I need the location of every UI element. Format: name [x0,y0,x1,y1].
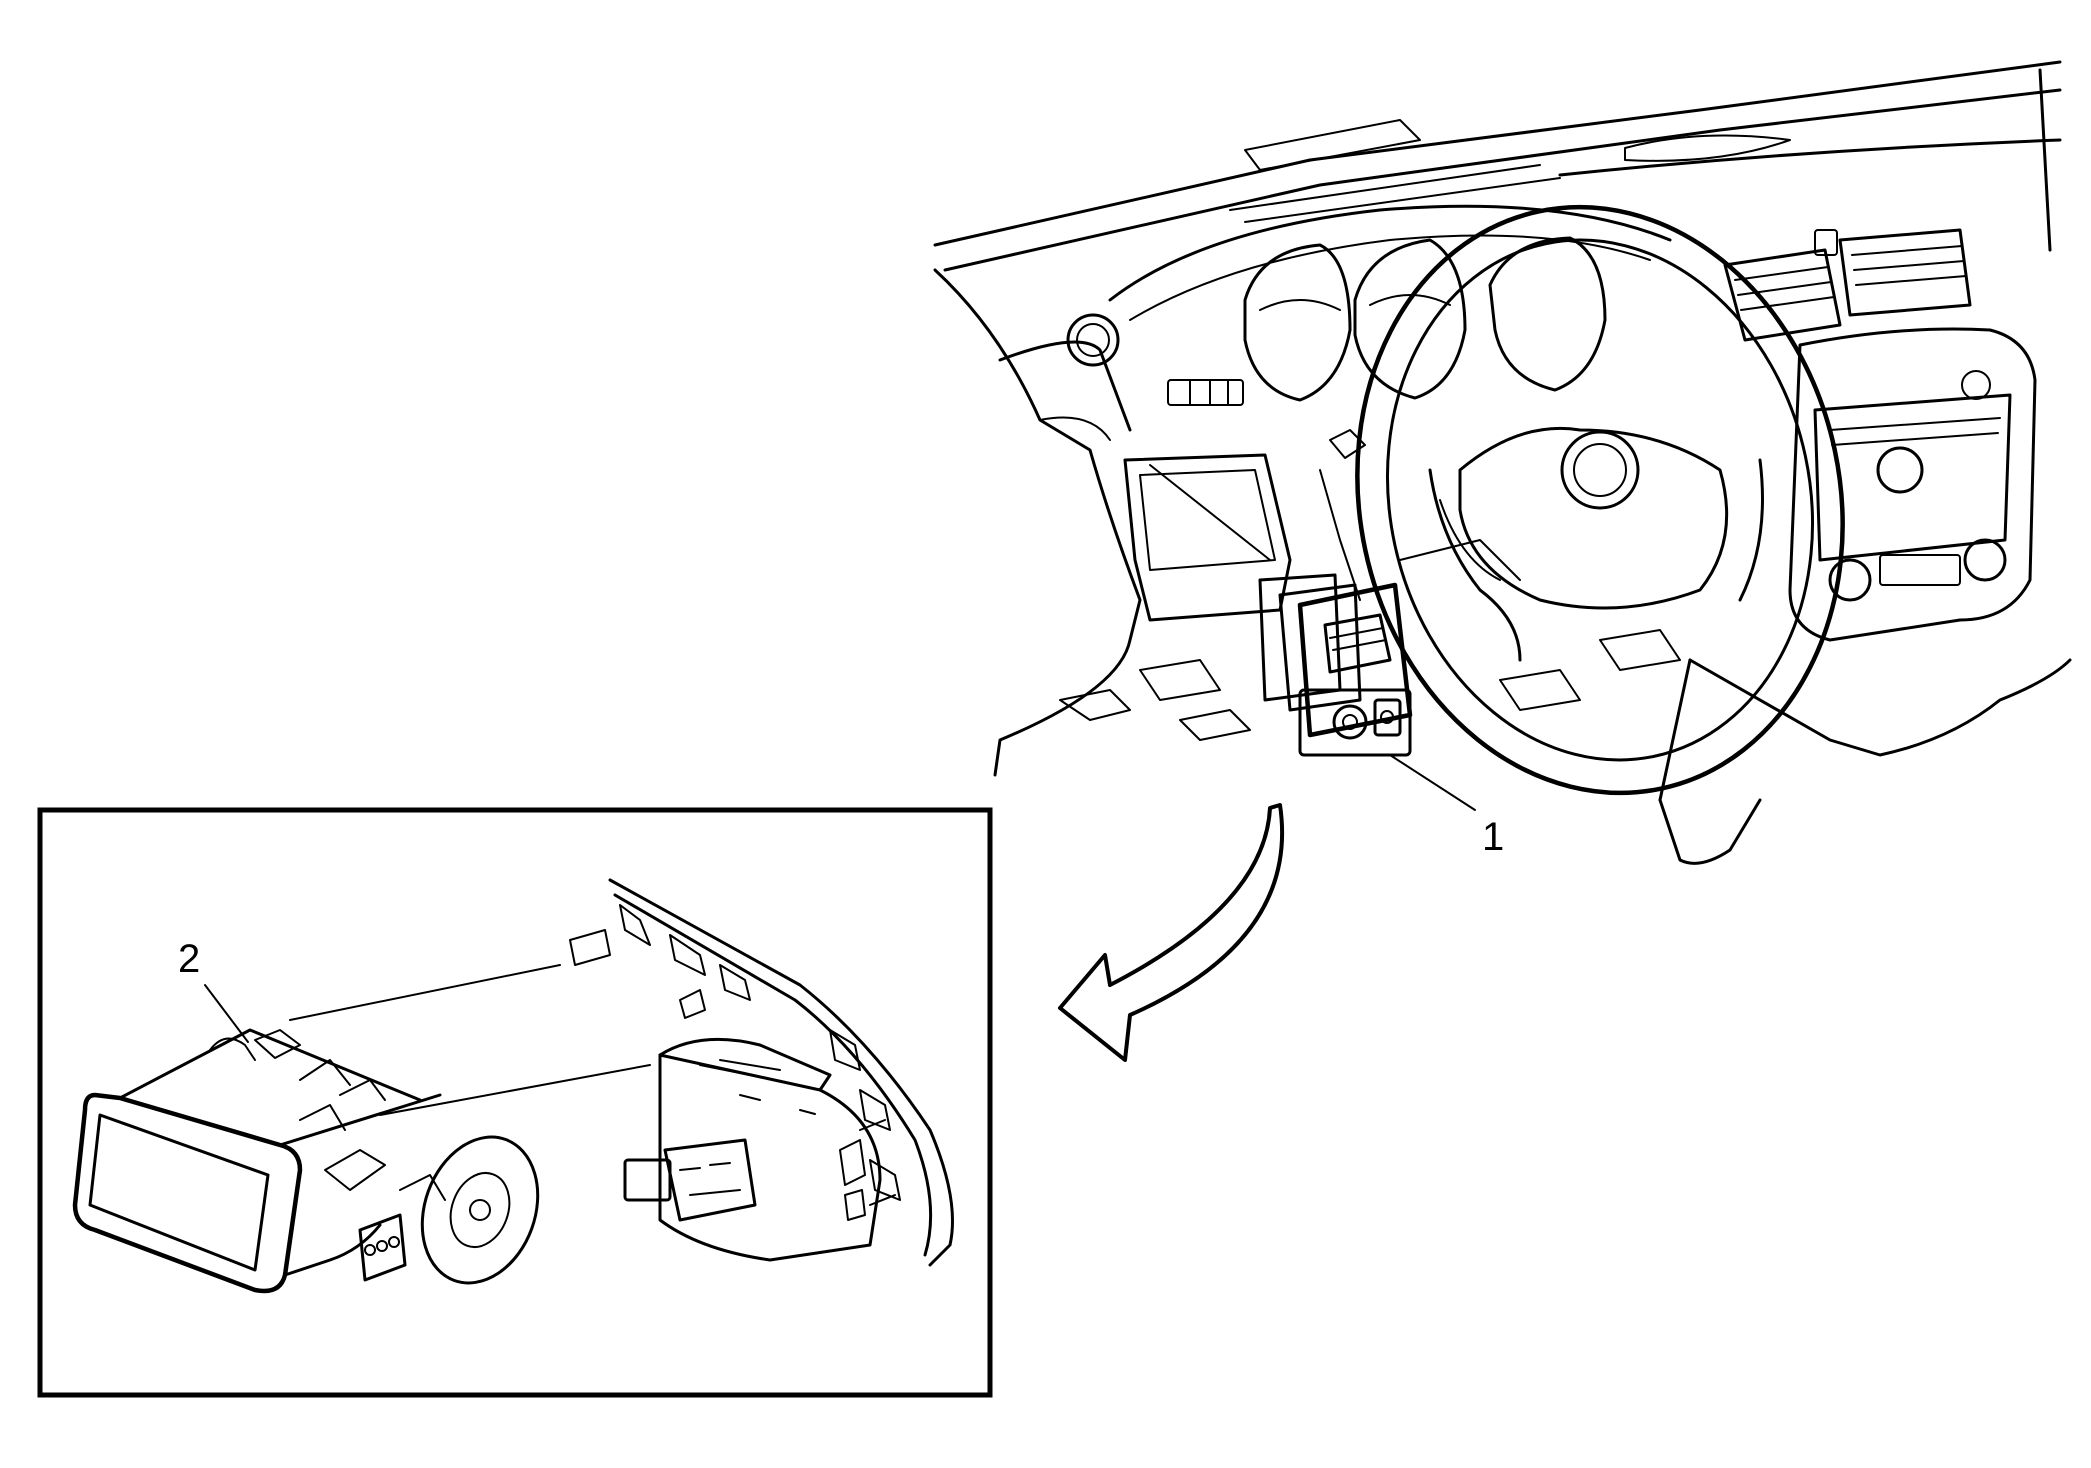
vent-switch-assembly-installed [1149,464,1413,757]
detail-inset-contents [72,878,954,1294]
instrument-panel-overview [933,60,2072,865]
radio-control-panel [1788,327,2037,642]
center-vents [1723,228,1972,342]
callout-2-leader [204,984,249,1043]
steering-wheel [1329,204,1845,796]
curved-arrow-icon [1058,803,1285,1062]
callout-1-leader [1389,754,1476,811]
air-outlet-vent [72,1028,540,1294]
switch-module [623,1037,896,1262]
callout-1-label: 1 [1482,815,1504,859]
detail-inset-frame [37,807,993,1398]
bezel-housing [569,878,954,1267]
callout-2-label: 2 [178,937,200,981]
instrument-cluster [1243,236,1607,402]
